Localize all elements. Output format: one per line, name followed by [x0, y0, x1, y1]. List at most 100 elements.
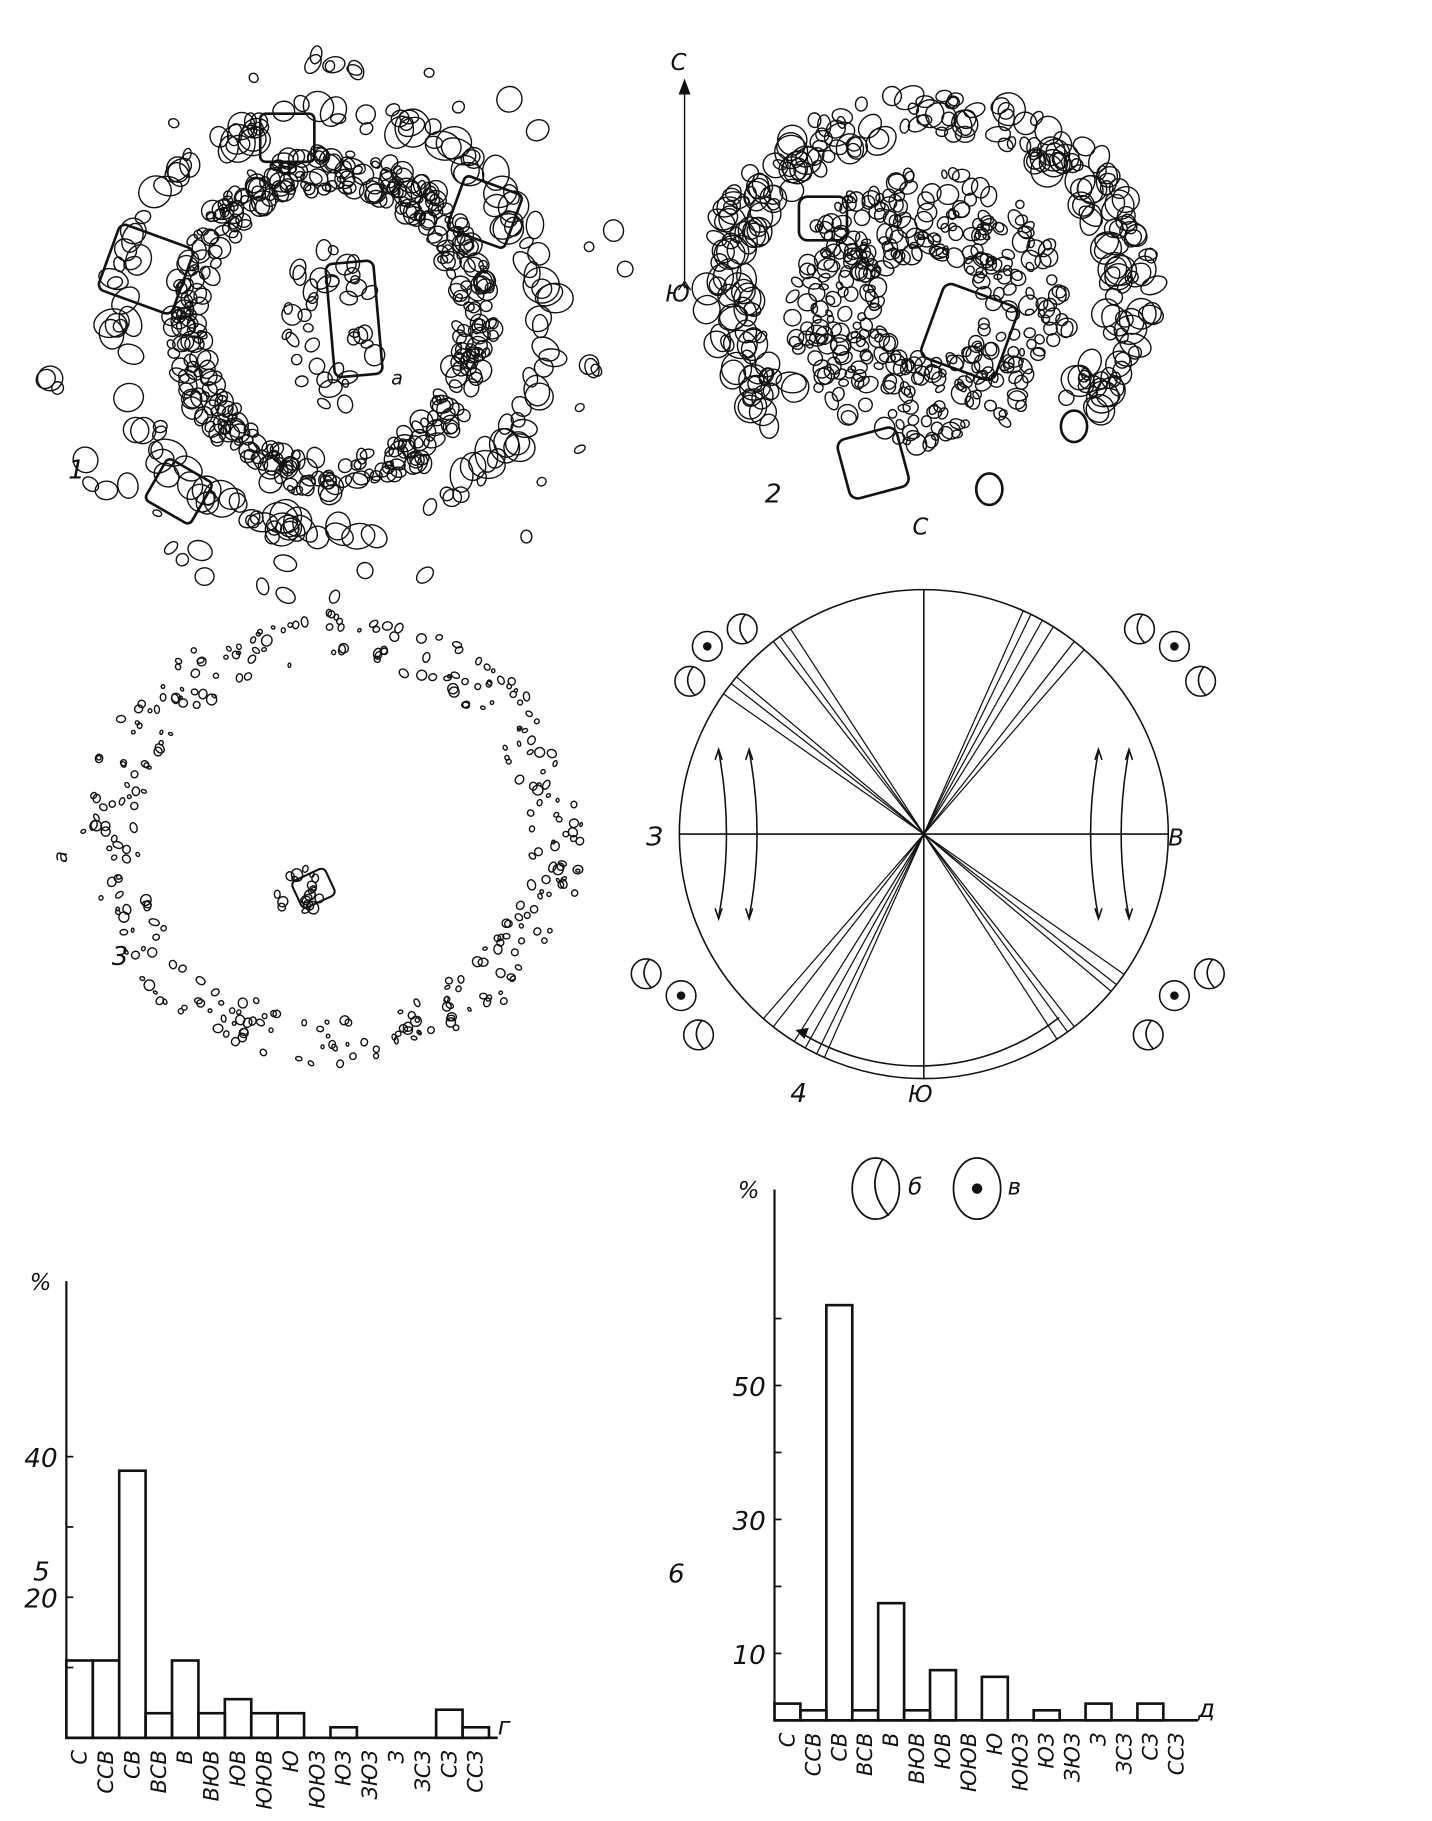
stone: [426, 409, 439, 425]
stone: [277, 895, 289, 908]
stone: [1077, 175, 1104, 205]
stone: [812, 300, 829, 318]
stone: [540, 768, 546, 775]
stone: [882, 372, 904, 395]
panel-2-number: 2: [765, 479, 782, 509]
stone: [352, 470, 371, 486]
stone: [1010, 268, 1023, 282]
stone: [413, 998, 421, 1008]
stone: [857, 375, 879, 394]
stone: [936, 216, 950, 230]
x-tick-label: ЮЗ: [332, 1750, 356, 1786]
x-tick-label: ССВ: [94, 1750, 118, 1794]
stone: [1104, 287, 1124, 306]
x-tick-label: ВЮВ: [905, 1733, 929, 1784]
stone: [516, 725, 523, 731]
stone: [325, 153, 342, 171]
stone: [298, 478, 315, 497]
stone: [980, 185, 998, 208]
stone: [439, 486, 455, 502]
stone: [160, 925, 167, 932]
stone: [178, 695, 184, 701]
stone: [1140, 275, 1168, 296]
stone: [336, 1059, 345, 1069]
stone: [356, 447, 368, 465]
stone: [92, 793, 102, 804]
stone: [233, 437, 244, 446]
stone: [1077, 373, 1092, 390]
stone: [783, 308, 802, 327]
stone: [178, 373, 198, 396]
stone: [130, 950, 141, 960]
stone: [514, 964, 523, 971]
stone: [119, 928, 129, 936]
stone: [1042, 239, 1053, 251]
stone: [117, 343, 145, 365]
stone: [916, 236, 936, 255]
stone: [359, 448, 375, 460]
stone: [998, 415, 1012, 428]
stone: [722, 329, 758, 360]
stone: [325, 1033, 331, 1039]
panel-5-number: 5: [33, 1558, 50, 1588]
stone: [839, 265, 852, 278]
stone: [317, 182, 332, 196]
stone: [1119, 220, 1148, 248]
cist-outline: [258, 112, 316, 164]
stone: [252, 997, 260, 1005]
cist-outline: [97, 223, 195, 315]
stone: [1007, 209, 1025, 230]
stone: [755, 330, 768, 344]
stone: [225, 645, 232, 652]
stone: [372, 1052, 380, 1060]
stone: [951, 168, 971, 183]
stone: [482, 997, 492, 1008]
stone: [602, 219, 625, 243]
stone: [742, 327, 763, 343]
stone: [451, 640, 463, 649]
stone: [972, 389, 983, 400]
stone: [249, 195, 271, 217]
stone: [452, 329, 467, 345]
stone: [1118, 307, 1145, 335]
azimuth-ray: [730, 683, 925, 835]
arrowhead-icon: [744, 746, 754, 922]
stone: [528, 825, 536, 833]
stone: [933, 400, 946, 413]
stone: [736, 262, 758, 293]
cist-outline: [144, 458, 213, 525]
stone: [306, 446, 326, 469]
bar-ВСВ: [144, 1711, 174, 1740]
stone: [295, 474, 316, 496]
stone: [509, 690, 518, 699]
stone: [238, 508, 261, 529]
stone: [344, 472, 369, 489]
stone: [743, 302, 762, 318]
stone: [145, 448, 175, 474]
stone: [975, 286, 992, 300]
stone: [858, 265, 872, 284]
stone: [823, 258, 841, 273]
stone: [192, 700, 201, 710]
stone: [579, 821, 584, 828]
stone: [536, 798, 543, 807]
stone: [352, 165, 363, 175]
stone: [1029, 148, 1051, 173]
stone: [467, 252, 490, 273]
stone: [237, 1032, 248, 1043]
stone: [887, 173, 908, 191]
stone: [307, 291, 319, 305]
stone: [1025, 286, 1035, 300]
stone: [468, 449, 506, 480]
stone: [316, 371, 333, 389]
x-tick-label: ВЮВ: [200, 1750, 224, 1801]
stone: [158, 739, 164, 746]
stone: [810, 318, 830, 336]
stone: [399, 198, 420, 219]
stone: [419, 210, 438, 229]
stone: [184, 335, 205, 353]
stone: [570, 800, 578, 809]
stone: [873, 260, 895, 277]
stone: [1119, 332, 1152, 358]
